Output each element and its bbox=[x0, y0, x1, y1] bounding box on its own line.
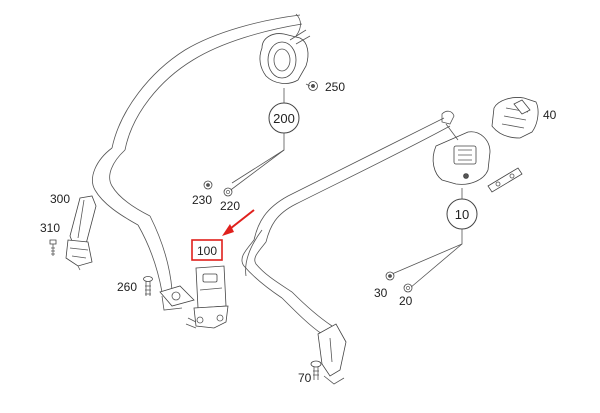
buckle-100 bbox=[185, 265, 229, 329]
label-30: 30 bbox=[374, 286, 388, 300]
height-adjuster-40 bbox=[491, 97, 539, 139]
label-300: 300 bbox=[50, 192, 70, 206]
callout-200: 200 bbox=[227, 88, 300, 193]
front-belt-webbing bbox=[241, 117, 451, 335]
callout-200-label: 200 bbox=[273, 111, 295, 126]
front-retractor bbox=[432, 110, 491, 185]
label-100: 100 bbox=[197, 244, 217, 258]
buckle-300 bbox=[65, 195, 97, 271]
callout-10: 10 bbox=[391, 188, 478, 289]
bolt-310 bbox=[49, 239, 57, 256]
label-40: 40 bbox=[543, 108, 557, 122]
label-310: 310 bbox=[40, 221, 60, 235]
label-230: 230 bbox=[192, 193, 212, 207]
rear-belt-webbing bbox=[92, 13, 303, 293]
washer-220 bbox=[223, 187, 233, 197]
label-70: 70 bbox=[298, 371, 312, 385]
anchor-bracket bbox=[159, 285, 195, 311]
label-220: 220 bbox=[220, 199, 240, 213]
lower-anchor bbox=[317, 323, 347, 385]
bolt-260 bbox=[143, 276, 153, 296]
highlight-arrow bbox=[222, 209, 255, 236]
bolt-250 bbox=[305, 81, 318, 91]
label-20: 20 bbox=[399, 294, 413, 308]
label-260: 260 bbox=[117, 280, 137, 294]
guide-bracket bbox=[487, 167, 523, 193]
callout-10-label: 10 bbox=[455, 207, 469, 222]
washer-20 bbox=[403, 283, 413, 293]
nut-230 bbox=[203, 180, 213, 190]
highlight-box bbox=[191, 239, 223, 261]
rear-retractor bbox=[259, 29, 311, 84]
bolt-70 bbox=[310, 360, 322, 380]
nut-30 bbox=[385, 271, 395, 281]
label-250: 250 bbox=[325, 80, 345, 94]
